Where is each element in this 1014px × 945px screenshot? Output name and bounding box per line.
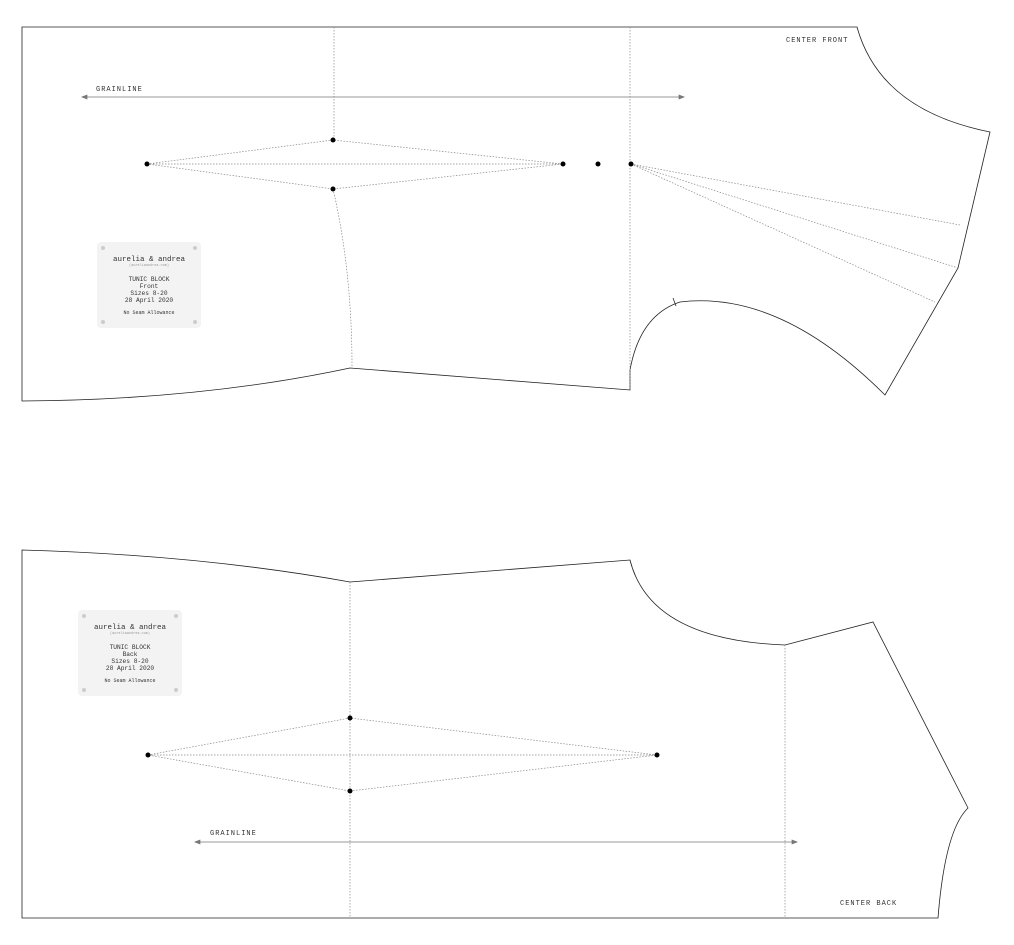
back-construction-lines: [147, 582, 786, 918]
pattern-title: TUNIC BLOCK: [109, 644, 151, 651]
seam-allowance-note: No Seam Allowance: [104, 678, 156, 684]
back-grainline-arrow: [194, 839, 798, 845]
center-front-label: CENTER FRONT: [786, 37, 849, 45]
pattern-date: 28 April 2020: [124, 297, 174, 304]
back-pattern-label: aurelia & andrea (aureliaandrea.com) TUN…: [78, 610, 182, 696]
front-construction-lines: [146, 27, 961, 390]
front-pattern-label: aurelia & andrea (aureliaandrea.com) TUN…: [97, 242, 201, 328]
brand-site: (aureliaandrea.com): [129, 264, 169, 268]
pattern-title: TUNIC BLOCK: [128, 276, 170, 283]
seam-allowance-note: No Seam Allowance: [123, 310, 175, 316]
brand-site: (aureliaandrea.com): [110, 632, 150, 636]
front-dart-points: [144, 137, 634, 192]
brand-name: aurelia & andrea: [112, 256, 185, 264]
pattern-piece: Front: [139, 283, 159, 290]
pattern-date: 28 April 2020: [105, 665, 155, 672]
front-grainline-arrow: [81, 94, 685, 100]
center-back-label: CENTER BACK: [840, 900, 898, 908]
front-grainline-label: GRAINLINE: [96, 86, 143, 94]
pattern-sizes: Sizes 8-20: [111, 658, 149, 665]
front-piece-outline: [21, 26, 991, 402]
back-piece-outline: [21, 549, 969, 919]
back-grainline-label: GRAINLINE: [210, 830, 257, 838]
pattern-piece: Back: [122, 651, 138, 658]
back-dart-points: [145, 715, 660, 794]
brand-name: aurelia & andrea: [93, 624, 166, 632]
pattern-sizes: Sizes 8-20: [130, 290, 168, 297]
